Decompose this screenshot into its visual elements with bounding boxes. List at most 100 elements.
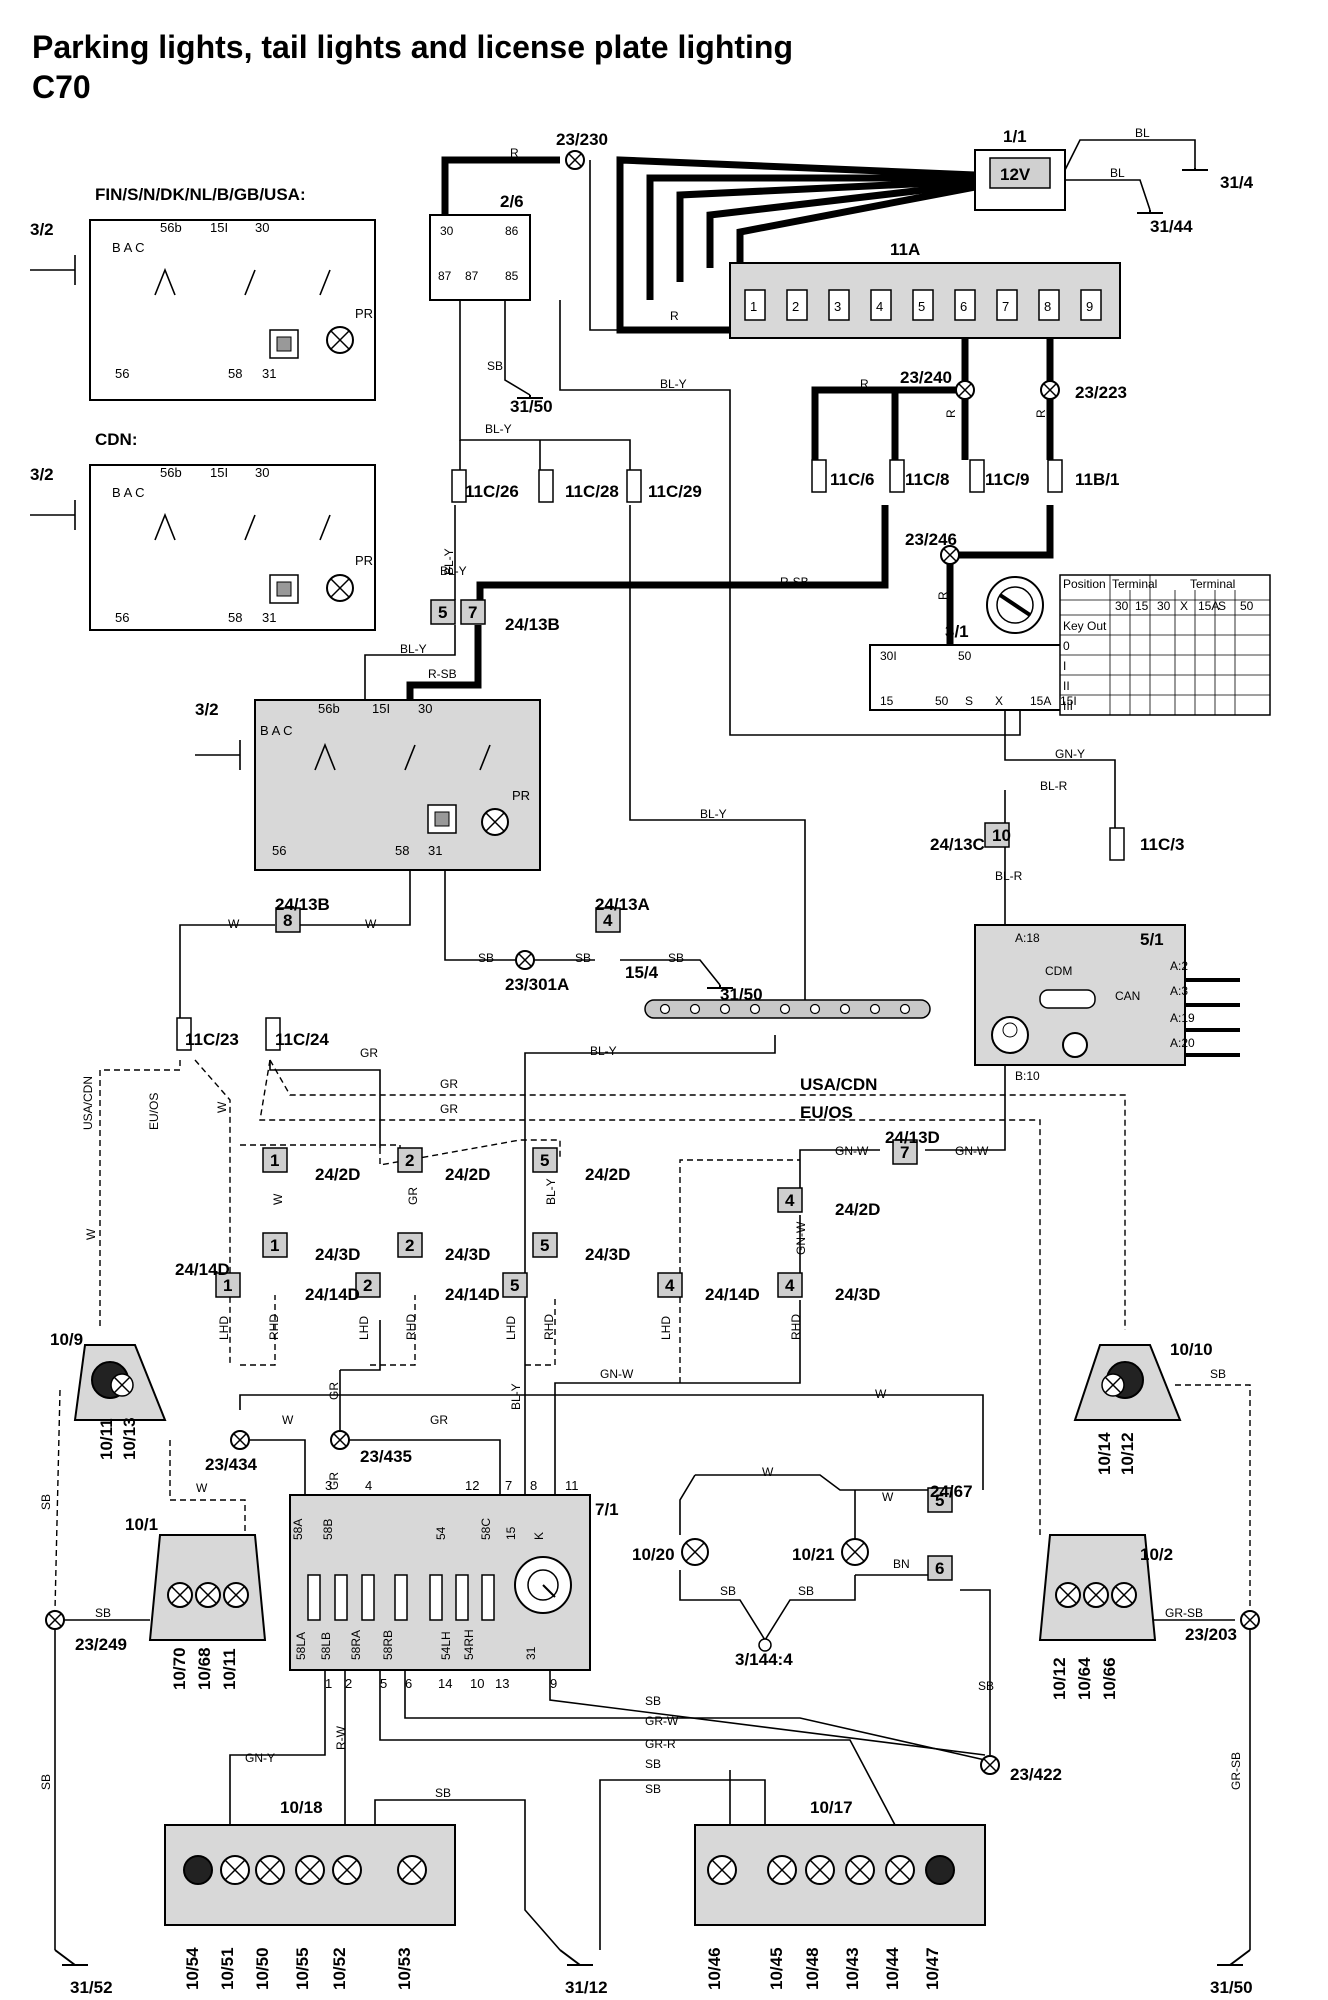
component-number: 10/44	[883, 1947, 902, 1990]
lcm-terminal: 54LH	[439, 1631, 453, 1660]
label: 23/240	[900, 368, 952, 387]
wire-label: BL-Y	[660, 377, 687, 391]
connector-pin-number: 2	[405, 1236, 414, 1255]
fuse-body	[811, 459, 827, 493]
wire-label: R-SB	[428, 667, 457, 681]
connector-pin	[262, 1232, 288, 1258]
wire-label: GR	[440, 1077, 458, 1091]
component-label-sw-main: 3/2	[195, 700, 219, 719]
switch-terminal: 30	[255, 465, 269, 480]
wire-label-vertical: W	[84, 1228, 98, 1240]
label: 24/13B	[505, 615, 560, 634]
ground-31-4-icon	[1182, 168, 1208, 171]
wire-label: GN-W	[955, 1144, 989, 1158]
wire-label-vertical: LHD	[357, 1316, 371, 1340]
component-number: 10/46	[705, 1947, 724, 1990]
switch-terminal: 15I	[372, 701, 390, 716]
switch-terminal: 15I	[210, 220, 228, 235]
fuse-body	[176, 1017, 192, 1051]
connector-pin-number: 7	[468, 603, 477, 622]
wire-label-vertical: GR	[327, 1382, 341, 1400]
lcm-pin-top: 8	[530, 1478, 537, 1493]
switch-terminal: 31	[262, 610, 276, 625]
label: 24/3D	[315, 1245, 360, 1264]
wire-label-vertical: R	[944, 409, 958, 418]
lcm-terminal: 58B	[321, 1519, 335, 1540]
component-label-fuse11a: 11A	[890, 240, 920, 259]
wire-label-vertical: BL-Y	[544, 1178, 558, 1205]
switch-terminal: 56	[115, 366, 129, 381]
heavy-wires	[406, 156, 1054, 700]
fuse-11a-number: 5	[918, 299, 925, 314]
label: 23/422	[1010, 1765, 1062, 1784]
wire-label-vertical: W	[271, 1193, 285, 1205]
table-col-label: 30	[1115, 599, 1129, 613]
relay-pin: 87	[438, 269, 452, 283]
table-header: Position	[1063, 577, 1106, 591]
wire-label: BL-Y	[590, 1044, 617, 1058]
label: 24/14D	[305, 1285, 360, 1304]
wire-label: BL-Y	[440, 564, 467, 578]
wire-label: W	[875, 1387, 887, 1401]
splice-23-434-icon	[230, 1430, 250, 1450]
wire-label-vertical: RHD	[267, 1314, 281, 1340]
label: 11C/3	[1140, 835, 1184, 854]
ground-31-50-bottom-icon	[1217, 1949, 1251, 1966]
component-number: 10/45	[767, 1947, 786, 1990]
wire-label: GR	[430, 1413, 448, 1427]
rear-lamp-bulbs	[183, 1855, 955, 1885]
switch-terminal: B A C	[112, 485, 145, 500]
fuse-11a-number: 4	[876, 299, 883, 314]
fuse-11a-number: 2	[792, 299, 799, 314]
connector-pin	[595, 907, 621, 933]
label: 24/3D	[835, 1285, 880, 1304]
label: 10/10	[1170, 1340, 1213, 1359]
wire-label-vertical: GR	[406, 1187, 420, 1205]
fuse-11a-4	[870, 289, 892, 321]
connector-pin-number: 2	[363, 1276, 372, 1295]
fuse-body	[969, 459, 985, 493]
lcm-terminal: 58LB	[319, 1632, 333, 1660]
component-sw-cdn	[89, 464, 376, 631]
table-col-label: 15	[1135, 599, 1149, 613]
switch-terminal: 58	[395, 843, 409, 858]
label: 24/14D	[445, 1285, 500, 1304]
connector-pin-number: 4	[785, 1276, 795, 1295]
wire-label: BL-Y	[400, 642, 427, 656]
wire-label: SB	[487, 359, 503, 373]
label: 24/2D	[445, 1165, 490, 1184]
lcm-pin-bottom: 10	[470, 1676, 484, 1691]
fuse-body	[626, 469, 642, 503]
lcm-pin-bottom: 13	[495, 1676, 509, 1691]
cem-internals	[991, 978, 1240, 1058]
cem-pin: A:20	[1170, 1036, 1195, 1050]
bulbs-10-18-icon	[183, 1855, 427, 1885]
connector-pin-number: 8	[283, 911, 292, 930]
component-number: 10/66	[1100, 1657, 1119, 1700]
lcm-terminal: 54	[434, 1526, 448, 1540]
component-number: 10/12	[1118, 1432, 1137, 1475]
label: 31/50	[510, 397, 553, 416]
wire-label: W	[228, 917, 240, 931]
wire-label: GR-SB	[1165, 1606, 1203, 1620]
label: 23/249	[75, 1635, 127, 1654]
label: 11C/8	[905, 470, 949, 489]
fuse-11a-6	[954, 289, 976, 321]
wire-label: SB	[978, 1679, 994, 1693]
fuse-body	[889, 459, 905, 493]
connector-pin	[777, 1187, 803, 1213]
switch-terminal: 56b	[160, 465, 182, 480]
connector-pin-number: 5	[438, 603, 447, 622]
switch-terminal: 58	[228, 610, 242, 625]
wire-label: SB	[720, 1584, 736, 1598]
lcm-terminal: 58RB	[381, 1630, 395, 1660]
switch-internals	[30, 255, 509, 836]
connector-pin-number: 5	[540, 1236, 549, 1255]
wire-label: W	[365, 917, 377, 931]
fuse-11a-2	[786, 289, 808, 321]
table-row-label: II	[1063, 679, 1070, 693]
splice-23-240-icon	[955, 380, 975, 400]
connector-pin	[532, 1147, 558, 1173]
